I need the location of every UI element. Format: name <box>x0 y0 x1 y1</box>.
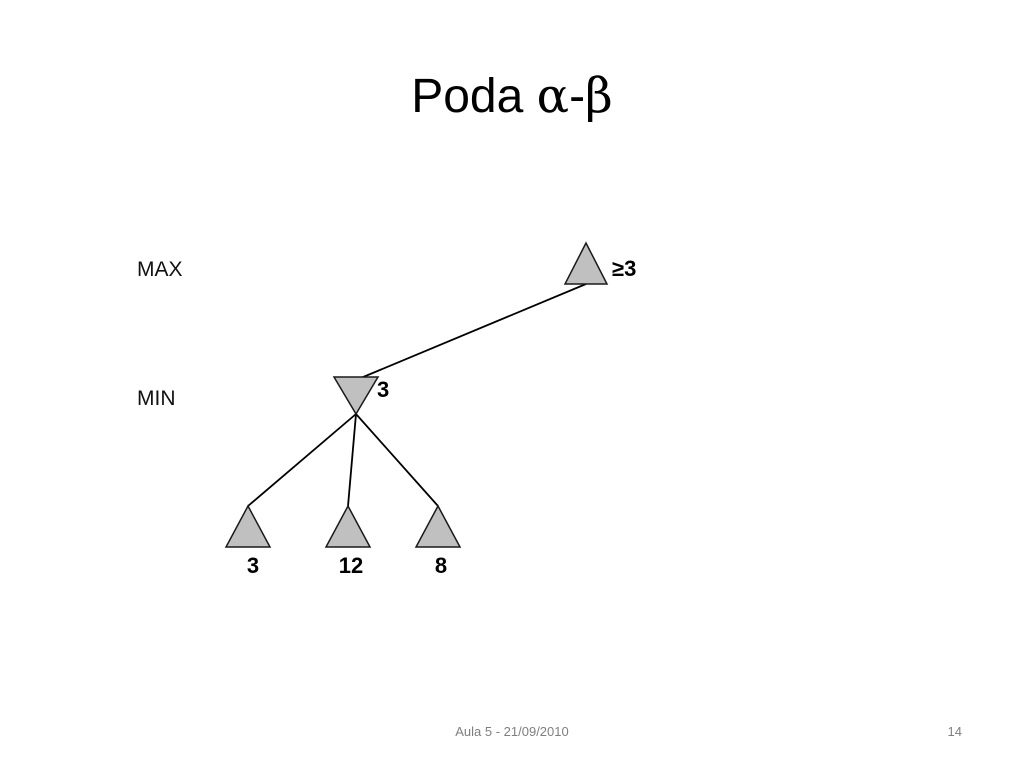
leaf-node-2-triangle <box>324 504 372 548</box>
edge-root-to-min <box>355 283 587 381</box>
edge-min-to-leaf-2 <box>347 413 357 507</box>
edge-min-to-leaf-1 <box>247 413 357 507</box>
leaf-node-1-triangle <box>224 504 272 548</box>
max-node-value: ≥3 <box>612 256 636 281</box>
title-dash: - <box>569 70 586 123</box>
title-word: Poda <box>411 70 524 123</box>
level-label-min: MIN <box>137 387 176 410</box>
footer-slide-number: 14 <box>947 724 962 739</box>
leaf-node-2-value: 12 <box>339 553 363 578</box>
footer-lecture-date: Aula 5 - 21/09/2010 <box>455 724 569 739</box>
leaf-node-1-value: 3 <box>247 553 259 578</box>
max-node-triangle <box>563 241 609 285</box>
leaf-node-3-value: 8 <box>435 553 447 578</box>
level-label-max: MAX <box>137 258 183 281</box>
min-node-triangle <box>332 376 380 416</box>
min-node-value: 3 <box>377 377 389 402</box>
tree-edges <box>247 283 587 507</box>
alpha-symbol: α <box>536 68 570 124</box>
slide-title: Poda α-β <box>0 66 1024 127</box>
edge-min-to-leaf-3 <box>355 413 439 507</box>
leaf-node-3-triangle <box>414 504 462 548</box>
beta-symbol: β <box>585 68 613 124</box>
